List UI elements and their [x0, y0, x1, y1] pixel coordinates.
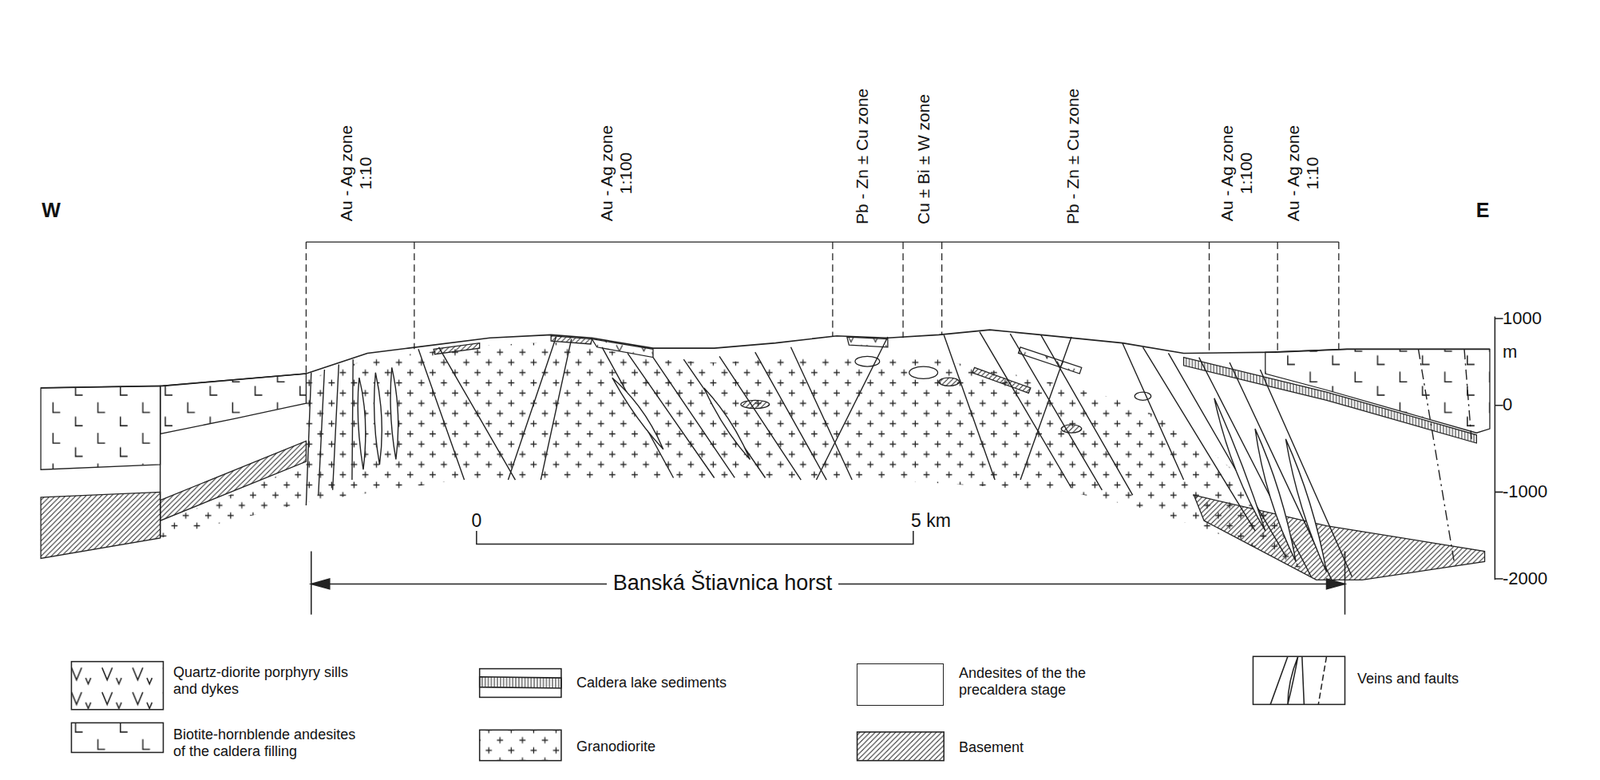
- legend-text: Basement: [958, 739, 1024, 757]
- legend-text: Biotite-hornblende andesites of the cald…: [173, 726, 360, 760]
- topographic-surface: [40, 329, 1490, 389]
- depth-label: -1000: [1502, 481, 1548, 502]
- depth-label: -2000: [1502, 568, 1548, 589]
- legend-swatch: [856, 663, 944, 706]
- legend-text: Quartz-diorite porphyry sills and dykes: [173, 664, 353, 698]
- zone-label: Cu ± Bi ± W zone: [914, 94, 934, 225]
- zone-label: Au - Ag zone 1:10: [1283, 122, 1323, 225]
- zone-boundaries: [305, 241, 1339, 373]
- legend-text: Granodiorite: [576, 738, 656, 756]
- legend-text: Andesites of the the precaldera stage: [958, 665, 1090, 698]
- compass-label: E: [1476, 198, 1490, 222]
- zone-label: Pb - Zn ± Cu zone: [852, 88, 872, 225]
- veins-and-faults: [160, 332, 1472, 581]
- compass-label: W: [41, 198, 61, 222]
- legend-swatches: [71, 656, 1345, 761]
- depth-label: 1000: [1502, 308, 1542, 329]
- scale-label: 5 km: [904, 510, 958, 531]
- zone-label: Au - Ag zone 1:100: [1217, 122, 1256, 225]
- horst-label: Banská Štiavnica horst: [606, 570, 840, 596]
- zone-label: Au - Ag zone 1:100: [597, 122, 636, 225]
- depth-label: 0: [1502, 394, 1513, 415]
- legend-text: Veins and faults: [1357, 670, 1459, 688]
- legend-text: Caldera lake sediments: [576, 674, 727, 692]
- zone-label: Pb - Zn ± Cu zone: [1063, 88, 1083, 225]
- scale-label: 0: [465, 510, 489, 531]
- scale-bar: [476, 530, 914, 545]
- zone-label: Au - Ag zone 1:10: [336, 122, 376, 225]
- rock-units: [40, 336, 1490, 581]
- depth-label: m: [1502, 341, 1517, 362]
- depth-axis: [1494, 316, 1503, 580]
- horst-extent-arrow: [311, 551, 1346, 615]
